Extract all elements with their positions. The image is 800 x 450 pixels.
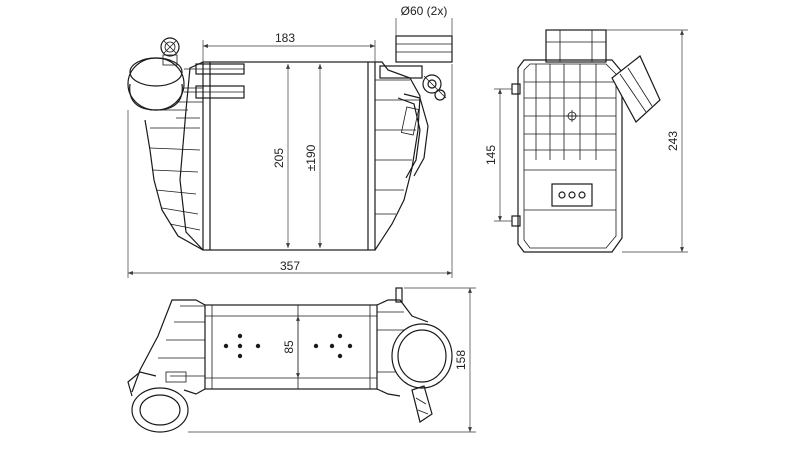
side-view: [511, 29, 661, 253]
dim-side-height-total: 243: [666, 131, 680, 151]
front-view: [127, 35, 453, 251]
dim-pipe-diameter: Ø60 (2x): [401, 4, 448, 18]
front-dimensions: 183 Ø60 (2x) 205 ±190 357: [127, 4, 453, 278]
dim-bottom-depth-total: 158: [454, 350, 468, 370]
bottom-dimensions: 85 158: [188, 287, 476, 433]
bottom-view: [127, 287, 453, 433]
dim-height-core: 205: [272, 148, 286, 168]
dim-side-height-inner: 145: [484, 145, 498, 165]
dim-bottom-depth-core: 85: [282, 340, 296, 354]
dim-width-total: 357: [280, 259, 300, 273]
dim-height-core-tolerance: ±190: [304, 144, 318, 171]
side-dimensions: 145 243: [484, 29, 688, 253]
dim-width-top: 183: [275, 31, 295, 45]
